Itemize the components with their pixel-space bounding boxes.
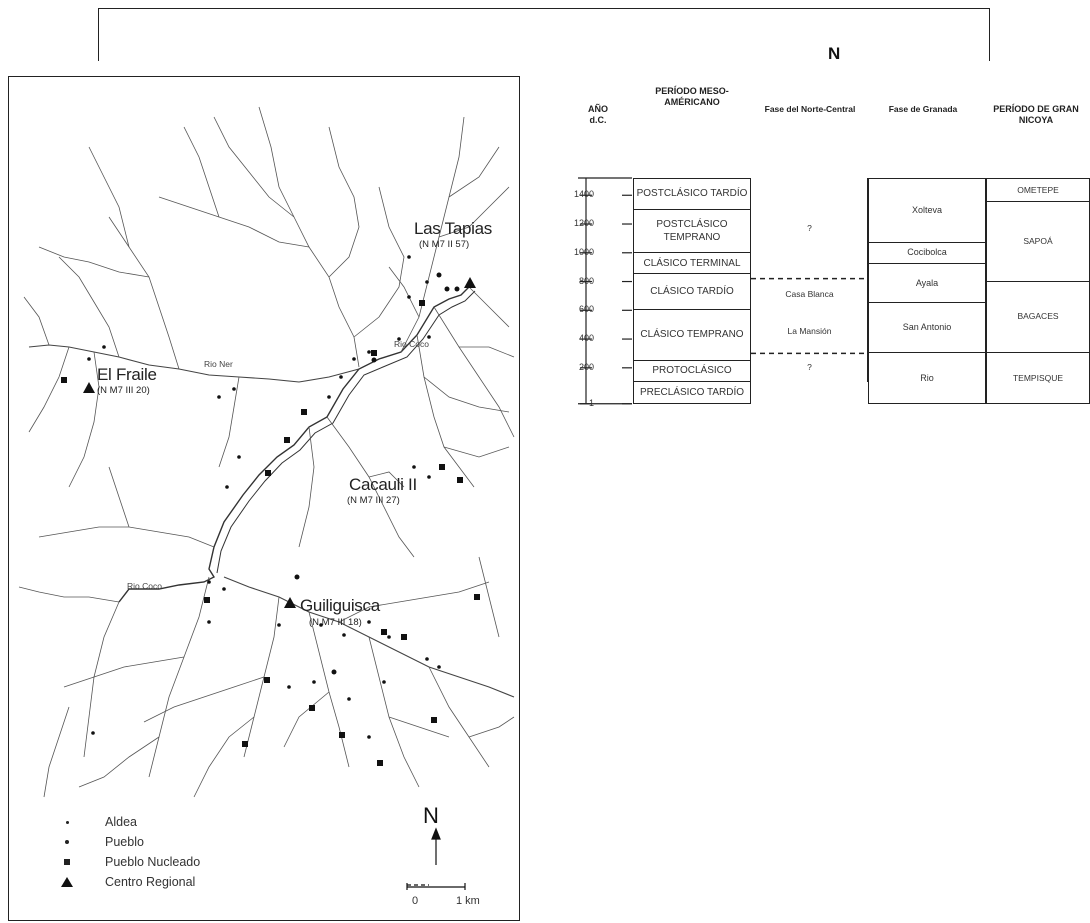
meso-cell: POSTCLÁSICO TARDÍO	[633, 178, 751, 210]
year-label: 200	[578, 361, 594, 372]
header-year: AÑO d.C.	[588, 104, 608, 125]
year-label: 1200	[573, 218, 594, 229]
header-nicoya: PERÍODO DE GRAN NICOYA	[993, 104, 1079, 125]
legend-row-aldea: Aldea	[49, 812, 200, 832]
meso-cell: POSTCLÁSICO TEMPRANO	[633, 209, 751, 253]
site-guiliguisca-code: (N M7 III 18)	[309, 617, 362, 628]
scale-bar	[406, 883, 466, 890]
site-las-tapias-code: (N M7 II 57)	[419, 239, 470, 250]
year-axis	[578, 177, 632, 405]
site-cacauli-code: (N M7 III 27)	[347, 495, 400, 506]
meso-cell: CLÁSICO TEMPRANO	[633, 310, 751, 361]
river-network	[18, 106, 515, 798]
pueblo-symbol-icon	[49, 840, 85, 844]
legend-label: Centro Regional	[105, 875, 196, 889]
header-granada: Fase de Granada	[888, 104, 958, 114]
ni-cell: OMETEPE	[986, 178, 1090, 203]
year-label: 1	[588, 397, 594, 408]
ni-cell: TEMPISQUE	[986, 353, 1090, 404]
legend-label: Pueblo Nucleado	[105, 855, 201, 869]
river-label-lower: Rio Coco	[127, 581, 162, 591]
scale-start-label: 0	[412, 895, 419, 907]
north-arrow	[431, 827, 441, 865]
map-legend: Aldea Pueblo Pueblo Nucleado Centro Regi…	[49, 812, 200, 892]
legend-label: Pueblo	[105, 835, 144, 849]
meso-cell: PRECLÁSICO TARDÍO	[633, 382, 751, 404]
top-north-letter: N	[828, 44, 841, 63]
north-central-cell: ?	[807, 362, 812, 373]
scale-end-label: 1 km	[456, 895, 480, 907]
site-cacauli-name: Cacauli II	[349, 475, 417, 494]
chronology-table: AÑO d.C. PERÍODO MESO-AMÉRICANO Fase del…	[570, 80, 1090, 550]
main-river	[118, 286, 470, 603]
north-letter: N	[423, 803, 439, 828]
meso-cell: CLÁSICO TERMINAL	[633, 252, 751, 275]
ni-cell: BAGACES	[986, 281, 1090, 354]
year-label: 400	[578, 333, 594, 344]
gr-cell: Xolteva	[868, 178, 986, 243]
legend-row-pueblo: Pueblo	[49, 832, 200, 852]
meso-cell: PROTOCLÁSICO	[633, 360, 751, 383]
chronology-lines	[578, 177, 868, 405]
main-river-bank	[216, 290, 476, 574]
meso-cell: CLÁSICO TARDÍO	[633, 274, 751, 311]
map-drawing	[18, 106, 515, 890]
pueblo-markers	[294, 272, 460, 675]
year-label: 600	[578, 304, 594, 315]
settlement-map: Las Tapias (N M7 II 57) El Fraile (N M7 …	[8, 76, 520, 921]
triangle-symbol-icon	[49, 877, 85, 887]
year-label: 1000	[573, 246, 594, 257]
gr-cell: Cocibolca	[868, 242, 986, 265]
river-label-right: Rio Coco	[394, 339, 429, 349]
header-meso: PERÍODO MESO-AMÉRICANO	[655, 86, 729, 107]
ni-cell: SAPOÁ	[986, 202, 1090, 282]
site-las-tapias-name: Las Tapias	[414, 219, 492, 238]
site-guiliguisca-name: Guiliguisca	[300, 596, 380, 615]
square-symbol-icon	[49, 859, 85, 865]
legend-row-centro-regional: Centro Regional	[49, 872, 200, 892]
site-el-fraile-code: (N M7 III 20)	[97, 385, 150, 396]
top-figure-frame	[98, 8, 990, 61]
legend-label: Aldea	[105, 815, 137, 829]
pueblo-nucleado-markers	[61, 300, 480, 766]
aldea-markers	[87, 255, 441, 739]
site-el-fraile-name: El Fraile	[97, 365, 157, 384]
gr-cell: Ayala	[868, 264, 986, 304]
year-label: 800	[578, 275, 594, 286]
header-north-central: Fase del Norte-Central	[764, 104, 856, 114]
phase-boundary-dashes	[751, 277, 868, 355]
centro-regional-markers	[83, 277, 476, 608]
legend-row-pueblo-nucleado: Pueblo Nucleado	[49, 852, 200, 872]
north-central-cell: ?	[807, 222, 812, 233]
north-central-cell: Casa Blanca	[785, 288, 834, 299]
gr-cell: San Antonio	[868, 303, 986, 354]
aldea-symbol-icon	[49, 820, 85, 824]
north-central-cell: La Mansión	[787, 326, 832, 337]
river-label-upper: Rio Ner	[204, 359, 233, 369]
year-label: 1400	[573, 189, 594, 200]
gr-cell: Rio	[868, 353, 986, 404]
north-central-frame	[751, 178, 868, 383]
